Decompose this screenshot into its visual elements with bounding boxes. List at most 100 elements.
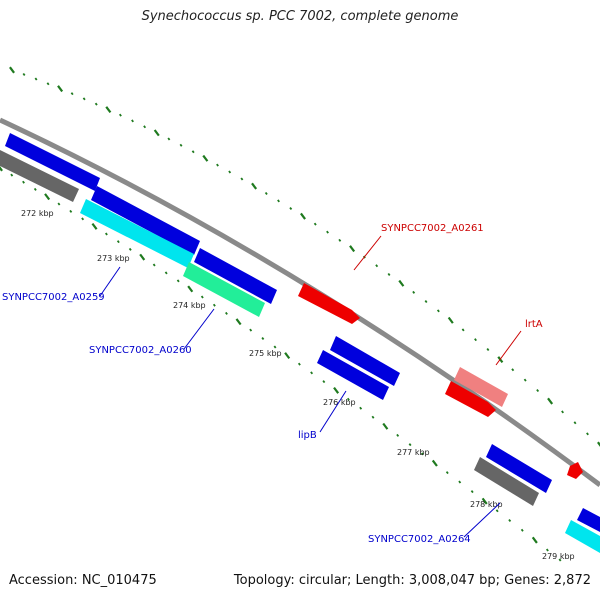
minor-tick-mark [495,509,499,513]
gene-blue-5[interactable] [486,444,552,493]
minor-tick-mark [164,271,168,275]
minor-tick-mark [116,240,120,244]
callout-lines [99,235,522,538]
minor-tick-mark [310,371,314,375]
gene-gray-2[interactable] [474,457,539,506]
gene-gray-1[interactable] [0,150,79,202]
minor-tick-mark [46,82,50,86]
gene-blue-lipb[interactable] [317,350,389,400]
map-title: Synechococcus sp. PCC 7002, complete gen… [141,9,459,24]
minor-tick-mark [70,92,74,96]
gene-seagreen-1[interactable] [183,262,265,317]
minor-tick-mark [573,421,577,425]
tick-label-272: 272 kbp [21,209,54,218]
minor-tick-mark [436,309,440,313]
minor-tick-mark [57,202,61,206]
minor-tick-mark [474,338,477,342]
minor-tick-mark [152,263,156,267]
minor-tick-mark [200,295,204,299]
gene-label-a0264[interactable]: SYNPCC7002_A0264 [368,534,471,545]
major-tick-mark [597,441,600,447]
gene-red-a0261[interactable] [298,283,360,324]
major-tick-mark [398,279,405,287]
gene-label-lipb[interactable]: lipB [298,430,317,441]
minor-tick-mark [167,137,171,141]
minor-tick-mark [511,368,515,372]
major-tick-mark [251,182,258,190]
minor-tick-mark [212,303,216,307]
minor-tick-mark [118,113,122,117]
minor-tick-mark [131,119,134,123]
gene-label-a0259[interactable]: SYNPCC7002_A0259 [2,292,105,303]
minor-tick-mark [486,348,490,352]
minor-tick-mark [33,187,37,191]
minor-tick-mark [408,443,412,447]
minor-tick-mark [277,199,280,203]
minor-tick-mark [240,177,244,181]
minor-tick-mark [261,337,265,341]
minor-tick-mark [424,300,428,304]
gene-blue-4[interactable] [330,336,400,386]
gene-blue-1[interactable] [5,133,100,191]
gene-red-2[interactable] [445,381,496,417]
tick-label-275: 275 kbp [249,349,282,358]
major-tick-mark [202,154,209,162]
major-tick-mark [9,66,15,74]
major-tick-mark [187,285,194,293]
minor-tick-mark [128,247,132,251]
minor-tick-mark [81,217,85,221]
minor-tick-mark [273,345,277,349]
minor-tick-mark [313,222,317,226]
minor-tick-mark [396,433,400,437]
major-tick-mark [57,85,64,93]
major-tick-mark [284,352,291,360]
minor-tick-mark [412,290,416,294]
major-tick-mark [447,316,454,324]
gene-blue-3[interactable] [194,248,277,304]
minor-tick-mark [191,150,195,154]
minor-tick-mark [179,143,183,147]
minor-tick-mark [22,180,25,184]
major-tick-mark [382,422,389,430]
minor-tick-mark [359,406,363,410]
minor-tick-mark [322,380,326,384]
major-tick-mark [105,106,112,114]
major-tick-mark [333,386,340,394]
major-tick-mark [349,245,356,253]
gene-pink-lrta[interactable] [454,367,508,407]
gene-cyan-2[interactable] [565,520,600,553]
minor-tick-mark [458,480,462,484]
gene-blue-2[interactable] [91,186,200,255]
gene-label-lrta[interactable]: lrtA [525,319,543,330]
minor-tick-mark [461,328,465,332]
minor-tick-mark [264,191,268,195]
gene-label-a0260[interactable]: SYNPCC7002_A0260 [89,345,192,356]
minor-tick-mark [520,528,524,532]
minor-tick-mark [523,378,527,382]
minor-tick-mark [216,163,219,167]
gene-blue-6[interactable] [577,508,600,532]
tick-ring-group [0,66,600,562]
gene-red-3[interactable] [567,462,583,479]
minor-tick-mark [371,415,375,419]
minor-tick-mark [143,125,147,129]
tick-label-279: 279 kbp [542,552,575,561]
minor-tick-mark [82,97,86,101]
minor-tick-mark [225,311,228,315]
minor-tick-mark [387,272,391,276]
major-tick-mark [547,397,554,405]
major-tick-mark [235,318,242,326]
gene-label-group: SYNPCC7002_A0259 SYNPCC7002_A0260 lipB S… [2,223,543,545]
gene-cyan-1[interactable] [80,199,194,268]
minor-tick-mark [470,490,474,494]
major-tick-mark [0,166,3,172]
minor-tick-mark [536,389,540,393]
minor-tick-mark [558,558,562,562]
gene-label-a0261[interactable]: SYNPCC7002_A0261 [381,223,484,234]
minor-tick-mark [228,170,232,174]
tick-label-277: 277 kbp [397,448,430,457]
major-tick-mark [44,193,51,201]
major-tick-mark [481,497,488,505]
minor-tick-mark [338,238,342,242]
